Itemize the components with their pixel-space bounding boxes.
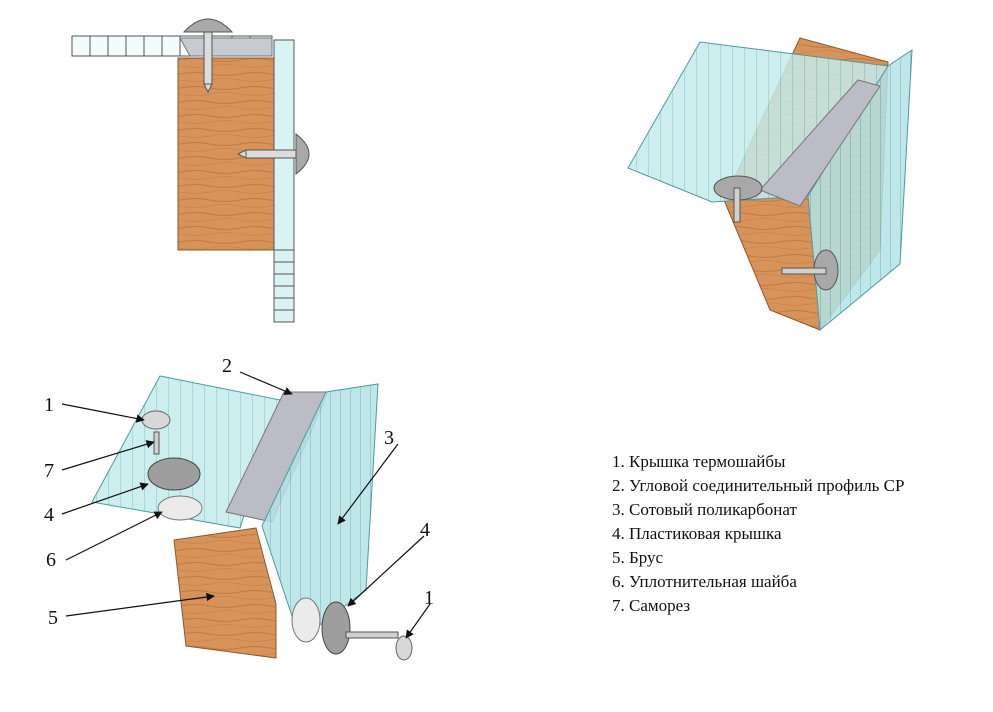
exploded-top-plastic-cap bbox=[147, 457, 201, 491]
callout-3: 3 bbox=[384, 427, 394, 449]
legend-item: 4. Пластиковая крышка bbox=[612, 524, 782, 543]
legend-item: 6. Уплотнительная шайба bbox=[612, 572, 797, 591]
vertical-sheet-section bbox=[273, 39, 295, 323]
legend-item: 7. Саморез bbox=[612, 596, 691, 615]
top-thermowasher-section bbox=[182, 18, 234, 94]
top-thermowasher-3d bbox=[713, 175, 763, 223]
assembled-3d-view bbox=[627, 37, 913, 331]
exploded-wood-beam bbox=[173, 527, 277, 659]
exploded-side-seal-washer bbox=[291, 597, 321, 643]
side-thermowasher-3d bbox=[781, 249, 839, 291]
exploded-side-plastic-cap bbox=[321, 601, 351, 655]
callout-4-side: 4 bbox=[420, 519, 430, 541]
leader-lines bbox=[61, 371, 431, 639]
callout-4-top: 4 bbox=[44, 504, 54, 526]
corner-profile-3d bbox=[759, 79, 881, 207]
legend-item: 3. Сотовый поликарбонат bbox=[612, 500, 797, 519]
exploded-top-screw bbox=[153, 431, 160, 455]
legend-item: 5. Брус bbox=[612, 548, 664, 567]
exploded-3d-view bbox=[91, 375, 413, 661]
callout-labels: 1 7 4 6 5 2 3 4 1 bbox=[44, 355, 434, 629]
callout-1-side: 1 bbox=[424, 587, 434, 609]
callout-7: 7 bbox=[44, 460, 54, 482]
exploded-side-cap bbox=[395, 635, 413, 661]
exploded-side-screw bbox=[345, 631, 399, 639]
exploded-top-cap bbox=[141, 410, 171, 430]
legend-list: 1. Крышка термошайбы 2. Угловой соединит… bbox=[612, 450, 904, 618]
cross-section-view bbox=[71, 18, 310, 323]
side-thermowasher-section bbox=[236, 132, 310, 176]
callout-5: 5 bbox=[48, 607, 58, 629]
exploded-top-seal-washer bbox=[157, 495, 203, 521]
callout-2: 2 bbox=[222, 355, 232, 377]
legend-item: 1. Крышка термошайбы bbox=[612, 452, 786, 471]
legend-item: 2. Угловой соединительный профиль СР bbox=[612, 476, 905, 495]
callout-6: 6 bbox=[46, 549, 56, 571]
callout-1-top: 1 bbox=[44, 394, 54, 416]
corner-profile-section bbox=[179, 37, 273, 57]
